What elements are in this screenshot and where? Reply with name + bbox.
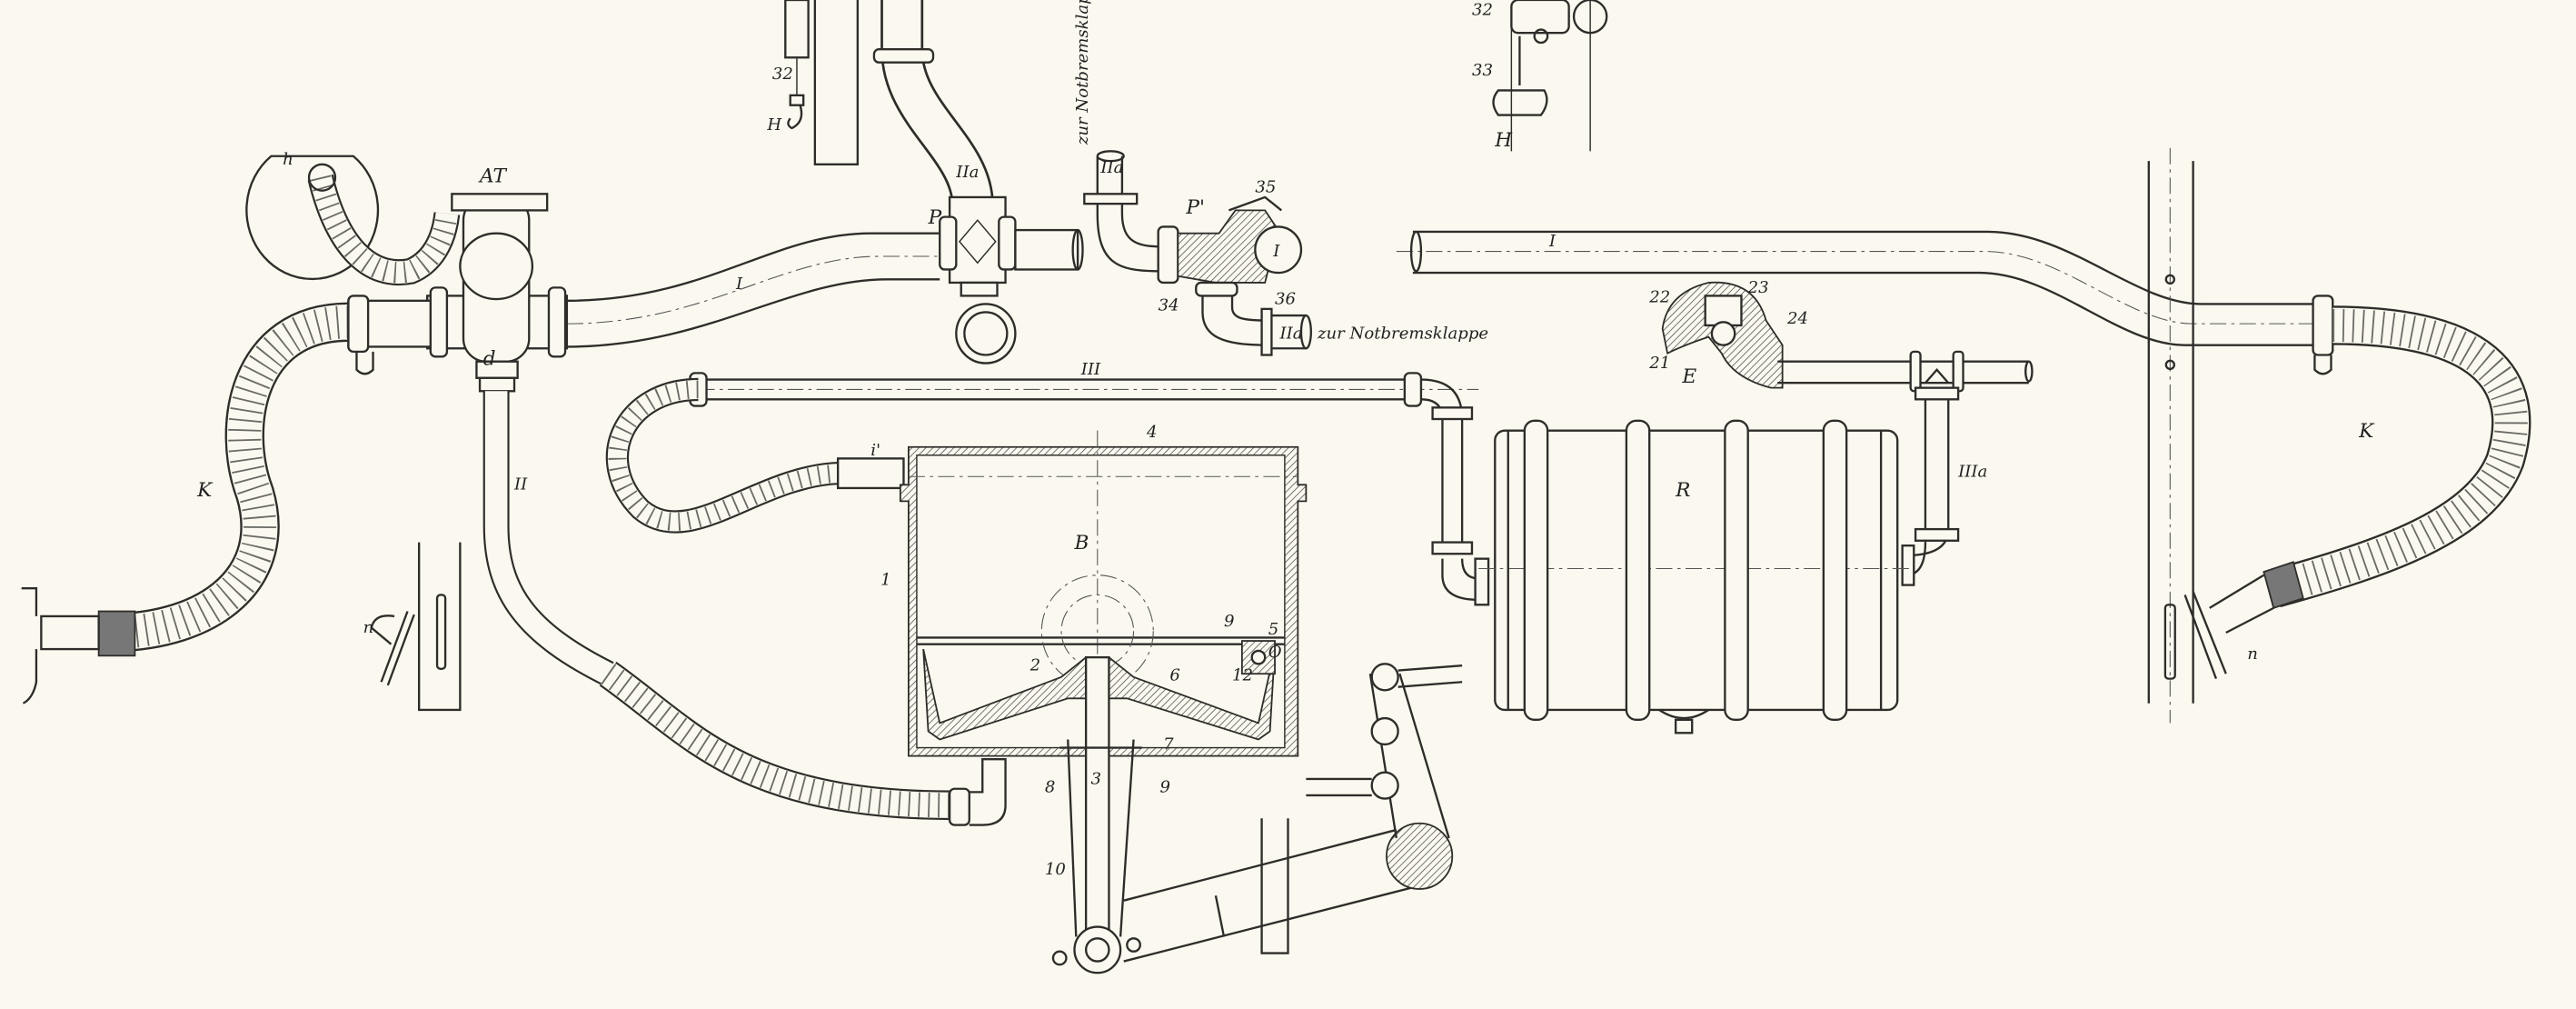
label-2: 2 [1029,656,1041,675]
label-IIa: IIa [1099,158,1123,177]
label-AT: AT [478,165,507,188]
label-21: 21 [1648,354,1670,373]
hose-K-right [2209,305,2531,634]
label-n: n [2247,644,2258,664]
label-h: h [283,150,293,169]
label-notbrems-vertical: zur Notbremsklappe [1073,0,1092,145]
bracket-n-left [370,542,462,712]
pipe-III [605,372,1490,606]
piston-rod-and-lever [1051,655,1463,974]
label-E: E [1681,365,1696,388]
label-I: I [1548,232,1557,251]
label-33: 33 [1472,61,1493,80]
label-10: 10 [1045,860,1066,879]
top-left-handle-detail [784,0,860,165]
label-III: III [1080,360,1101,379]
label-3: 3 [1091,769,1102,788]
reservoir-R [1478,419,1915,734]
label-6: 6 [1169,665,1180,684]
labels: 32 H IIa P IIa P' 35 I 34 36 IIa zur Not… [196,0,2375,878]
label-R: R [1675,479,1690,502]
label-II: II [513,475,528,495]
label-n: n [363,618,374,637]
label-B: B [1073,532,1089,554]
valve-P [939,195,1084,365]
pipe-I-left [566,232,940,348]
label-7: 7 [1163,734,1174,754]
label-d: d [483,347,496,370]
label-IIa: IIa [1278,324,1302,343]
label-32: 32 [772,65,793,84]
pipe-I-right [1396,230,2334,375]
label-K: K [2358,420,2375,443]
label-8: 8 [1045,777,1056,796]
valve-E [1661,281,2034,586]
label-I: I [735,275,743,294]
label-IIIa: IIIa [1957,462,1987,481]
label-K: K [196,479,214,502]
label-24: 24 [1786,309,1808,328]
label-22: 22 [1648,288,1670,307]
pipe-II [482,391,1007,826]
label-23: 23 [1747,278,1769,297]
label-IIa: IIa [955,163,979,182]
hose-K-left [21,295,432,704]
label-notbrems-horizontal: zur Notbremsklappe [1317,324,1488,343]
label-P-prime: P' [1185,196,1205,219]
label-H: H [1494,129,1513,152]
label-I: I [1272,242,1280,261]
label-i-prime: i' [870,441,880,460]
label-32: 32 [1472,0,1493,19]
valve-P-prime [1157,195,1312,356]
label-4: 4 [1146,423,1158,442]
pipe-IIa-upper [872,0,994,207]
label-P: P [928,206,942,229]
hose-h [245,155,461,285]
label-12: 12 [1232,665,1253,684]
label-34: 34 [1159,296,1179,315]
label-H: H [766,115,782,135]
label-36: 36 [1275,289,1296,308]
label-9: 9 [1224,612,1235,631]
label-1: 1 [880,571,891,590]
right-vertical-post [2147,147,2227,724]
label-5: 5 [1268,620,1279,639]
top-right-handle-detail [1492,0,1608,152]
label-35: 35 [1255,178,1276,197]
pipe-IIa-to-emergency-flap [1083,150,1159,273]
label-9: 9 [1159,777,1170,796]
label-O: O [1268,643,1282,662]
